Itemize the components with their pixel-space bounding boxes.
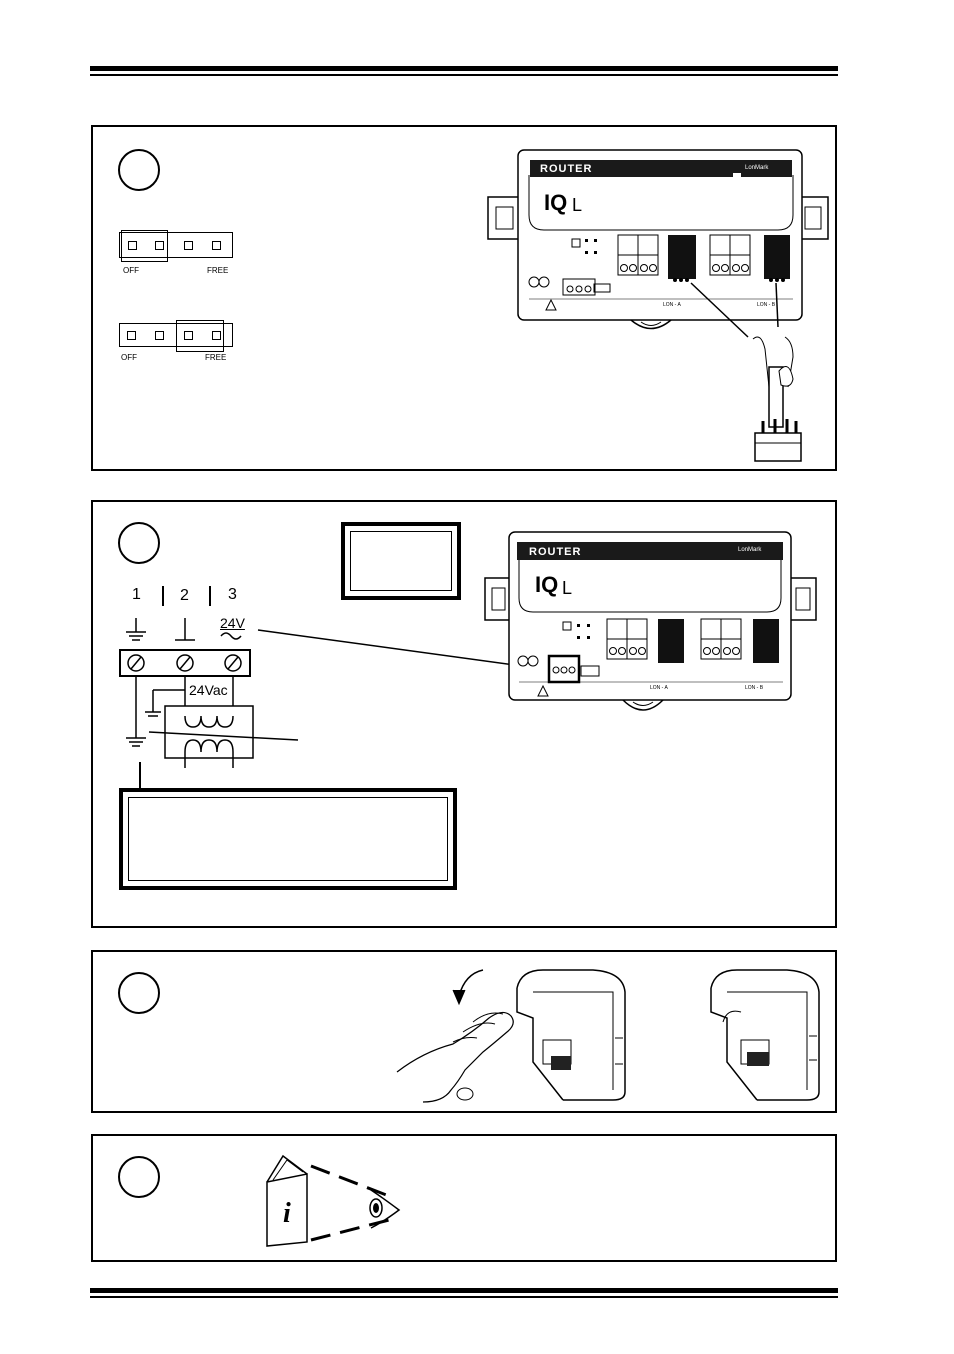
panel-jumper-setting: OFF FREE OFF FREE [91,125,837,471]
device-name-label-2: ROUTER [529,546,582,558]
panel-cover-closing [91,950,837,1113]
jumper-free-label-2: FREE [205,353,227,362]
device-lon-a-label-2: LON - A [650,685,668,691]
device-model-main-2: IQ [535,572,559,597]
footer-rule-thin [90,1296,838,1298]
jumper-off-label: OFF [123,266,139,275]
step-circle-2 [118,522,160,564]
router-device-illustration [487,149,829,462]
read-manual-icon: i [266,1154,401,1247]
jumper-free-label: FREE [207,266,229,275]
device-lon-b-label: LON - B [757,302,776,308]
step-circle-4 [118,1156,160,1198]
terminal-2-label: 2 [180,587,189,604]
step-circle-1 [118,149,160,191]
panel-power-wiring: 1 2 3 24V 24Vac [91,500,837,928]
device-name-label: ROUTER [540,163,593,175]
jumper-diagram-off [119,230,233,262]
terminal-3-label: 3 [228,586,237,603]
header-rule-thick [90,66,838,71]
supply-symbol-label: 24V [220,615,245,631]
wiring-schematic [119,531,817,790]
panel-read-manual: i [91,1134,837,1262]
device-model-main: IQ [544,190,568,215]
transformer-label: 24Vac [189,682,228,698]
header-rule-thin [90,74,838,76]
device-model-sub-2: L [562,578,573,598]
jumper-diagram-free [119,320,233,352]
device-model-sub: L [572,195,583,215]
device-brand-label-2: LonMark [738,547,762,553]
device-brand-label: LonMark [745,165,769,171]
terminal-1-label: 1 [132,586,141,603]
jumper-off-label-2: OFF [121,353,137,362]
step-circle-3 [118,972,160,1014]
notice-box-top [341,522,461,600]
footer-rule-thick [90,1288,838,1293]
device-lon-a-label: LON - A [663,302,681,308]
device-lon-b-label-2: LON - B [745,685,764,691]
notice-box-bottom [119,788,457,890]
svg-text:i: i [283,1198,291,1229]
cover-closing-illustration [396,969,820,1103]
